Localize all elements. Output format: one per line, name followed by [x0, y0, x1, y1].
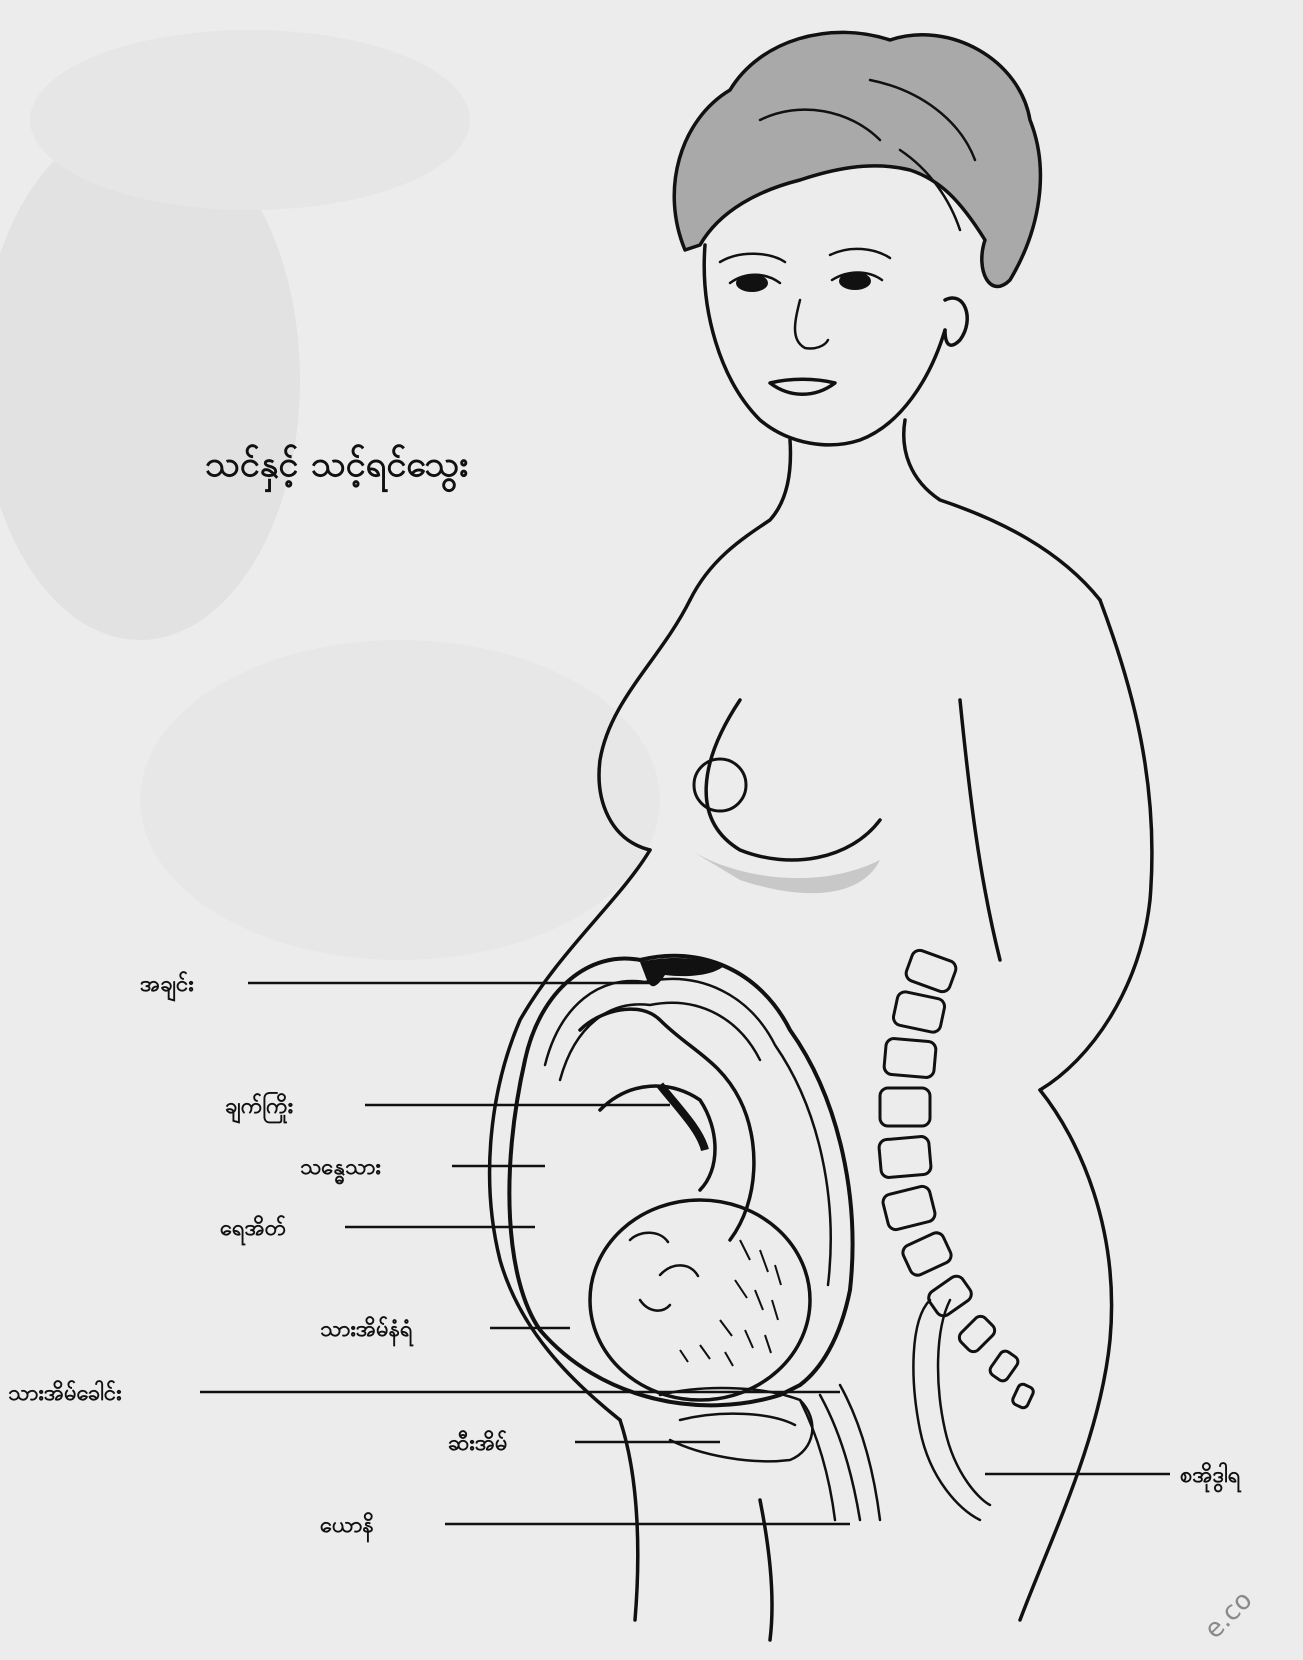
label-uterus-muscle: သန္ဓေသား [300, 1155, 381, 1185]
label-bladder: ဆီးအိမ် [448, 1429, 508, 1456]
background-texture [0, 30, 660, 960]
label-vagina: ယောနိ [320, 1511, 374, 1543]
leader-lines [200, 983, 1170, 1524]
label-amniotic-sac: ရေအိတ် [220, 1214, 286, 1246]
label-umbilical-cord: ချက်ကြိုး [225, 1091, 294, 1124]
uterus-fetus [509, 956, 880, 1520]
spine-rectum [878, 948, 1034, 1520]
label-uterine-wall: သားအိမ်နံရံ [320, 1315, 414, 1347]
label-rectum: စအိုဒွါရ [1180, 1461, 1242, 1493]
label-cervix: သားအိမ်ခေါင်း [8, 1379, 122, 1406]
watermark: e.co [1199, 1585, 1259, 1645]
label-placenta: အချင်း [140, 970, 194, 1001]
part-labels: အချင်း ချက်ကြိုး သန္ဓေသား ရေအိတ် သားအိမ်… [8, 970, 1242, 1543]
